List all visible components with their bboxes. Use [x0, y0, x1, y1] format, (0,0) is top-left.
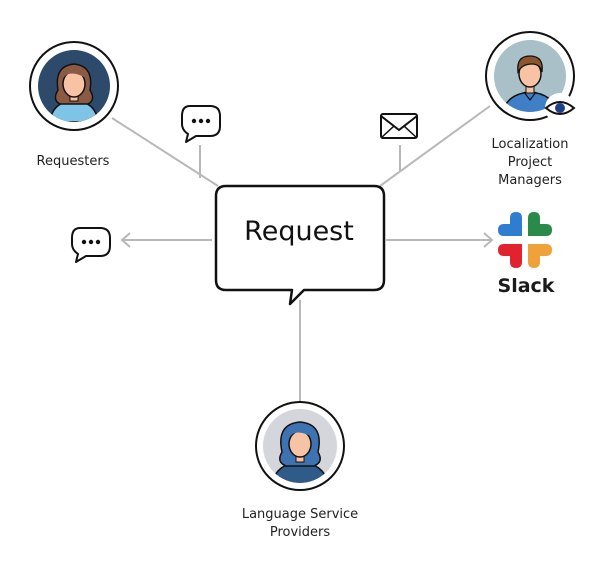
requesters-avatar[interactable]	[29, 41, 119, 131]
requesters-label: Requesters	[36, 154, 110, 169]
eye-icon	[544, 93, 576, 123]
request-bubble[interactable]	[214, 184, 386, 306]
arrowhead-left	[120, 232, 131, 248]
lpm-label: Localization Project Managers	[470, 136, 590, 190]
connector-lpm	[379, 105, 491, 187]
request-label: Request	[244, 216, 354, 247]
slack-logo-icon[interactable]	[498, 212, 552, 268]
arrowhead-right	[483, 232, 494, 248]
chat-bubble-icon	[71, 227, 111, 263]
lsp-label: Language Service Providers	[220, 506, 380, 542]
lpm-label-line: Managers	[498, 173, 562, 188]
lsp-label-line: Language Service	[241, 507, 359, 522]
lsp-avatar[interactable]	[255, 401, 345, 491]
connectors	[111, 105, 494, 403]
lsp-label-line: Providers	[269, 525, 331, 540]
lpm-label-line: Localization	[491, 137, 569, 152]
envelope-icon	[380, 113, 418, 139]
lpm-label-line: Project	[507, 155, 553, 170]
chat-bubble-icon	[181, 105, 221, 143]
slack-label: Slack	[497, 275, 555, 297]
